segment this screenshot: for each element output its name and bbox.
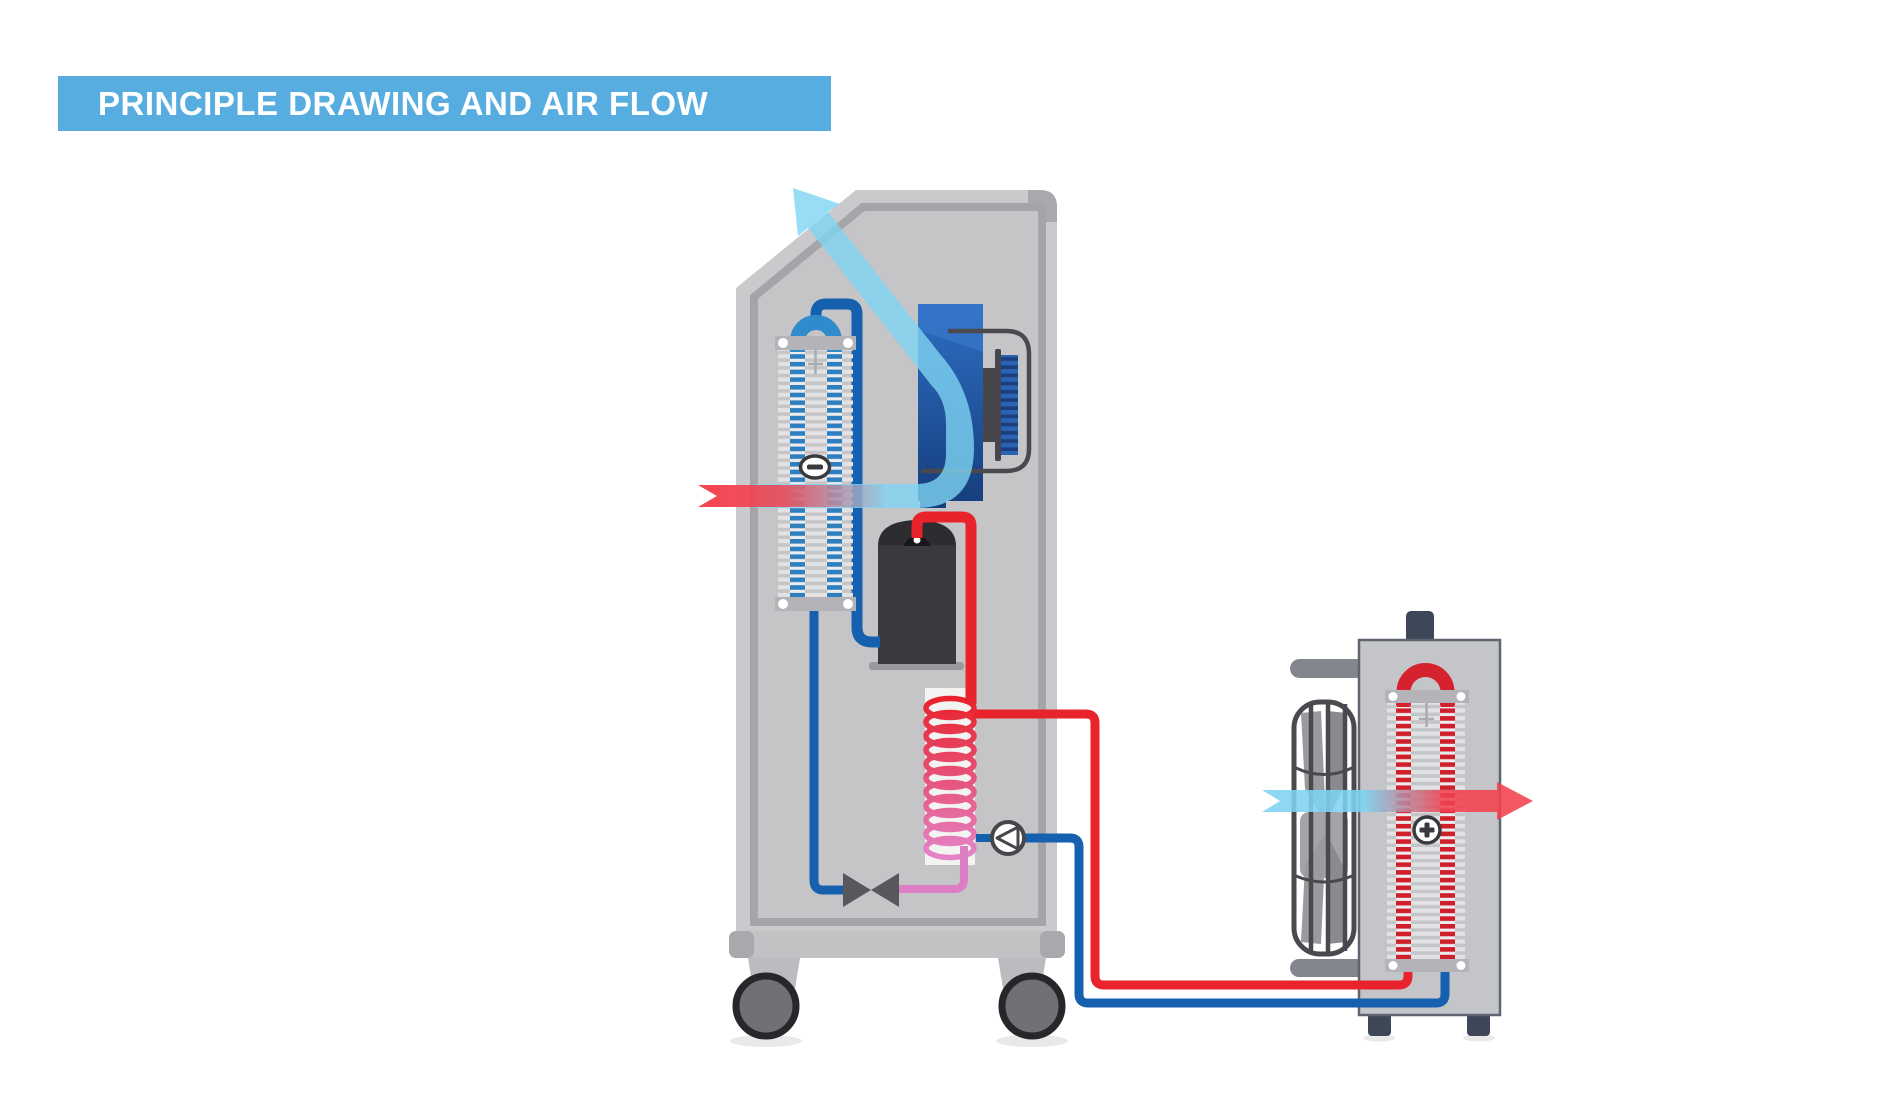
screw-icon	[1388, 692, 1398, 701]
tube-column-left	[1396, 703, 1411, 959]
screw-icon	[843, 338, 853, 348]
valve-triangle	[843, 873, 871, 907]
coil-u-bend	[1396, 663, 1455, 707]
coil-bracket-top	[1385, 690, 1469, 703]
spiral-loop	[923, 751, 977, 777]
screw-icon	[778, 599, 788, 609]
tube-column-left	[790, 350, 805, 597]
spiral-loop	[923, 737, 977, 763]
coil-bracket-top	[775, 336, 856, 350]
coil-u-bend	[790, 315, 842, 352]
fan-guard-ring	[1295, 874, 1353, 884]
discharge-pipe	[911, 511, 977, 704]
screw-icon	[1388, 961, 1398, 970]
compressor-port	[913, 536, 921, 544]
unit-foot	[1467, 1010, 1490, 1036]
fan-guard-frame	[1291, 699, 1357, 957]
foot-shadow	[1363, 1034, 1395, 1042]
coil-bracket-bottom	[1385, 959, 1469, 972]
screw-icon	[778, 338, 788, 348]
refrigeration-circuit	[809, 298, 1450, 1008]
external-fan	[1291, 699, 1357, 957]
fan-blade	[1301, 832, 1326, 944]
expansion-valve	[843, 873, 899, 907]
suction-pipe	[810, 298, 880, 648]
condenser-spiral-coil	[923, 695, 977, 861]
caster-wheel	[998, 972, 1066, 1040]
motor-heatsink	[1001, 355, 1018, 455]
page-title: PRINCIPLE DRAWING AND AIR FLOW	[98, 84, 709, 122]
motor-plate	[995, 349, 1001, 461]
spiral-loop	[923, 779, 977, 805]
hot-line-to-external-unit	[971, 709, 1413, 990]
spiral-loop	[923, 807, 977, 833]
coil-center-mark	[808, 350, 823, 374]
pump-impeller-icon	[995, 825, 1020, 851]
screw-icon	[843, 599, 853, 609]
spiral-loop	[923, 835, 977, 861]
unit-foot	[1368, 1010, 1391, 1036]
external-airflow-arrow	[1262, 782, 1533, 820]
external-condenser-coil	[1385, 663, 1469, 972]
screw-icon	[1456, 961, 1466, 970]
base-end-cap	[729, 931, 754, 958]
spiral-loop	[923, 723, 977, 749]
fan-guard-ring	[1295, 766, 1353, 776]
plus-icon	[1412, 815, 1442, 845]
spiral-loop	[923, 765, 977, 791]
top-connector-stub	[1406, 611, 1434, 645]
foot-shadow	[1463, 1034, 1495, 1042]
liquid-pipe-pink	[899, 846, 968, 893]
base-end-cap	[1040, 931, 1065, 958]
handle-bottom	[1290, 959, 1366, 977]
caster-wheel	[732, 972, 800, 1040]
minus-icon	[798, 454, 832, 480]
spiral-loop	[923, 821, 977, 847]
title-banner: PRINCIPLE DRAWING AND AIR FLOW	[58, 76, 831, 131]
screw-icon	[1456, 692, 1466, 701]
spiral-loop	[923, 709, 977, 735]
motor-mount	[983, 368, 997, 442]
spiral-loop	[923, 695, 977, 721]
caster-shadow	[996, 1035, 1068, 1047]
coil-bracket-bottom	[775, 597, 856, 611]
coil-center-mark	[1419, 703, 1434, 727]
motor-wire	[921, 328, 1032, 474]
cold-line-to-external-unit	[1022, 833, 1450, 1008]
evaporator-coil	[775, 315, 856, 611]
cool-air-outflow-arrow	[755, 188, 974, 508]
tube-column-right	[827, 350, 842, 597]
tube-column-right	[1440, 703, 1455, 959]
spiral-loop	[923, 793, 977, 819]
compressor-body	[878, 545, 956, 664]
compressor	[869, 520, 964, 670]
fan-blade	[1326, 832, 1347, 944]
cabinet-base	[729, 931, 1065, 958]
liquid-pipe-blue	[809, 608, 843, 895]
fan-motor	[921, 328, 1032, 474]
circulation-pump	[990, 820, 1026, 856]
caster-shadow	[730, 1035, 802, 1047]
airflow-arrows	[698, 188, 1533, 820]
fan-housing-highlight	[918, 304, 983, 352]
handle-top	[1290, 659, 1366, 678]
warm-air-intake-arrow	[698, 485, 885, 507]
valve-triangle	[871, 873, 899, 907]
